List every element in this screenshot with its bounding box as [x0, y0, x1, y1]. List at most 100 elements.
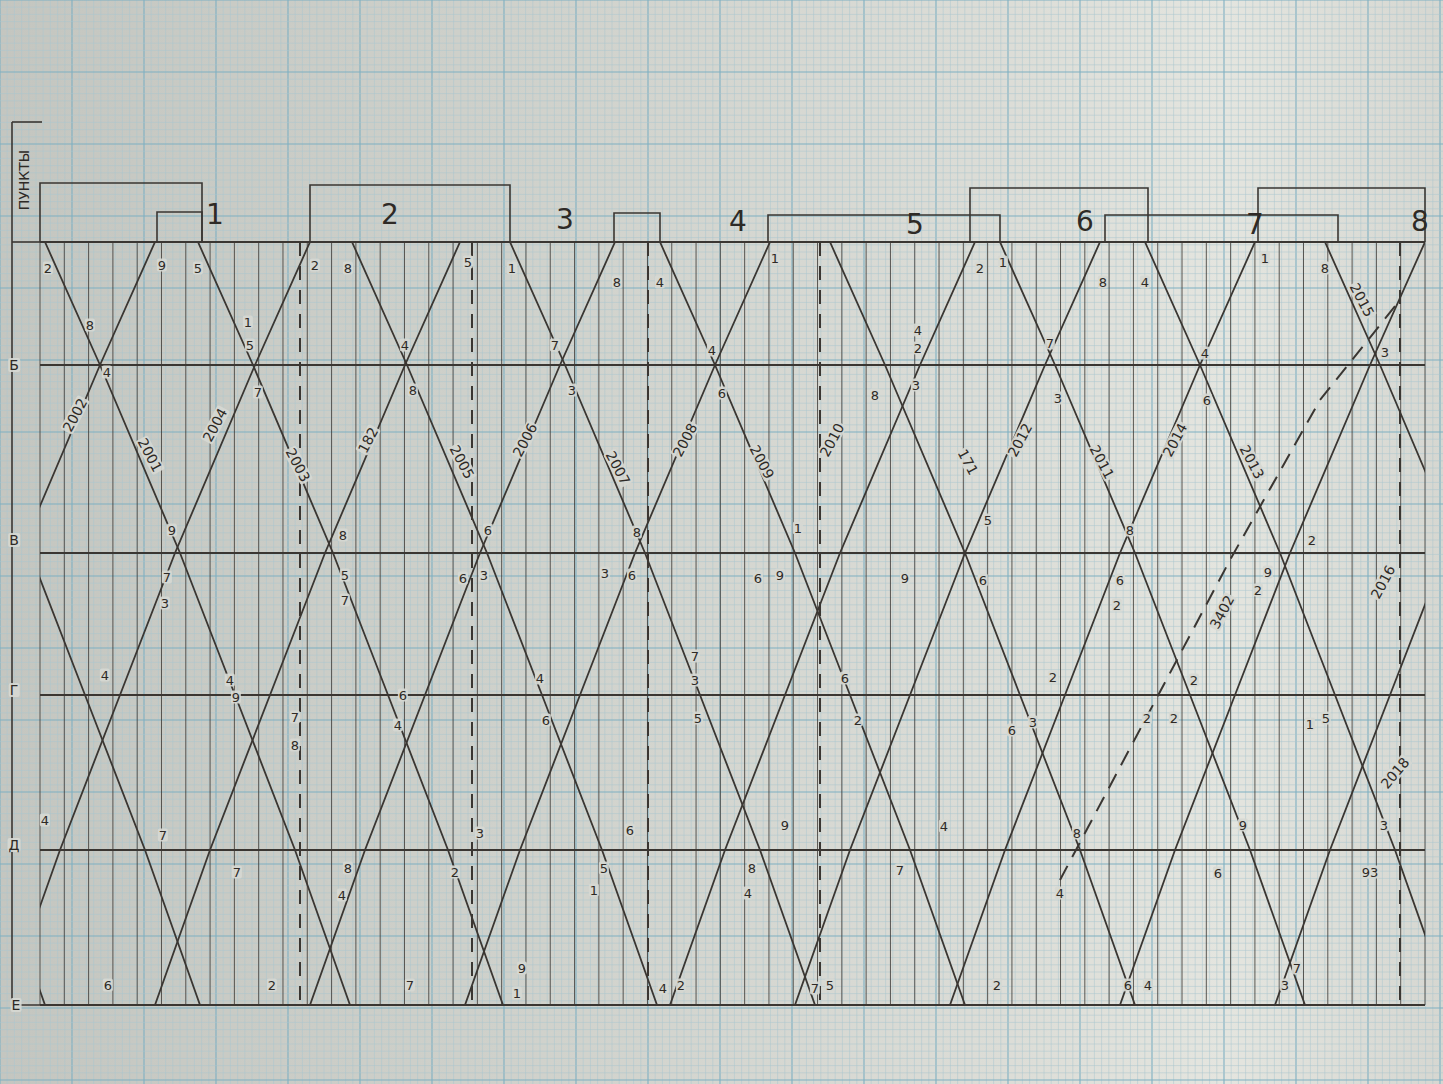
grid-line	[0, 633, 1443, 634]
minute-mark: 2	[267, 979, 277, 992]
grid-line	[0, 14, 1443, 15]
grid-line	[0, 561, 1443, 562]
grid-line	[0, 302, 1443, 303]
minute-mark: 93	[1361, 866, 1380, 879]
time-line	[866, 242, 867, 1005]
minute-mark: 2	[450, 866, 460, 879]
grid-line	[0, 820, 1443, 821]
time-line	[88, 242, 89, 1005]
minute-mark: 7	[290, 711, 300, 724]
grid-line	[0, 244, 1443, 245]
time-line	[768, 242, 769, 1005]
minute-mark: 8	[1098, 276, 1108, 289]
minute-mark: 1	[1305, 718, 1315, 731]
time-line	[1036, 242, 1037, 1005]
minute-mark: 6	[483, 524, 493, 537]
station-line	[40, 1004, 1425, 1006]
grid-line	[0, 777, 1443, 778]
time-line	[1327, 242, 1328, 1005]
grid-line	[0, 813, 1443, 814]
grid-line	[0, 856, 1443, 857]
minute-mark: 8	[338, 529, 348, 542]
train-line	[40, 242, 45, 1005]
grid-line	[0, 921, 1443, 922]
station-line	[40, 849, 1425, 851]
train-number: 2014	[1160, 420, 1190, 460]
grid-line	[0, 50, 1443, 51]
time-line	[1279, 242, 1280, 1005]
grid-line	[0, 439, 1443, 440]
hour-bracket	[614, 213, 660, 242]
minute-mark: 7	[895, 864, 905, 877]
grid-line	[0, 698, 1443, 699]
train-number: 2013	[1237, 442, 1267, 482]
train-line	[465, 242, 770, 1005]
minute-mark: 9	[157, 259, 167, 272]
hour-brackets	[40, 183, 1425, 242]
minute-mark: 4	[707, 344, 717, 357]
time-line	[550, 242, 551, 1005]
time-line	[987, 242, 988, 1005]
time-line	[1084, 242, 1085, 1005]
train-line	[45, 242, 350, 1005]
time-line	[282, 242, 283, 1005]
time-line	[1254, 242, 1255, 1005]
grid-line	[0, 273, 1443, 274]
minute-mark: 7	[690, 650, 700, 663]
dashed-line	[1399, 242, 1401, 1005]
minute-mark: 6	[978, 574, 988, 587]
grid-line	[0, 727, 1443, 728]
time-line	[210, 242, 211, 1005]
train-line	[40, 242, 155, 1005]
grid-line	[0, 719, 1443, 720]
grid-line	[0, 1051, 1443, 1052]
grid-line	[0, 842, 1443, 843]
minute-mark: 1	[512, 987, 522, 1000]
grid-line	[0, 540, 1443, 541]
station-name: В	[8, 533, 20, 547]
train-number: 3402	[1207, 592, 1237, 632]
minute-mark: 6	[840, 672, 850, 685]
grid-line	[0, 950, 1443, 951]
grid-line	[0, 446, 1443, 447]
minute-mark: 2	[1253, 584, 1263, 597]
train-line	[1325, 242, 1425, 1005]
grid-line	[0, 230, 1443, 231]
minute-mark: 1	[589, 884, 599, 897]
time-line	[380, 242, 381, 1005]
minute-mark: 3	[1053, 392, 1063, 405]
grid-line	[0, 655, 1443, 656]
grid-line	[0, 993, 1443, 994]
time-line	[64, 242, 65, 1005]
time-line	[696, 242, 697, 1005]
grid-line	[0, 619, 1443, 620]
train-number: 2003	[283, 445, 313, 485]
grid-line	[0, 71, 1443, 72]
train-number: 2012	[1005, 420, 1035, 460]
time-line	[939, 242, 940, 1005]
grid-line	[0, 122, 1443, 123]
time-line	[1133, 242, 1134, 1005]
grid-line	[0, 1015, 1443, 1016]
minute-mark: 7	[158, 829, 168, 842]
train-number: 2009	[747, 442, 777, 482]
minute-mark: 5	[1321, 712, 1331, 725]
grid-line	[0, 93, 1443, 94]
grid-line	[0, 468, 1443, 469]
hour-number: 5	[905, 211, 925, 239]
minute-mark: 3	[475, 827, 485, 840]
hour-bracket	[40, 183, 202, 242]
minute-mark: 8	[747, 862, 757, 875]
train-number: 182	[355, 424, 381, 456]
minute-mark: 2	[975, 262, 985, 275]
dashed-train-line	[1060, 300, 1400, 880]
time-line	[1157, 242, 1158, 1005]
minute-mark: 5	[463, 256, 473, 269]
grid-line	[0, 482, 1443, 483]
minute-mark: 5	[825, 979, 835, 992]
grid-line	[0, 496, 1443, 497]
minute-mark: 6	[541, 714, 551, 727]
hour-bracket	[157, 212, 202, 242]
minute-mark: 7	[1045, 337, 1055, 350]
